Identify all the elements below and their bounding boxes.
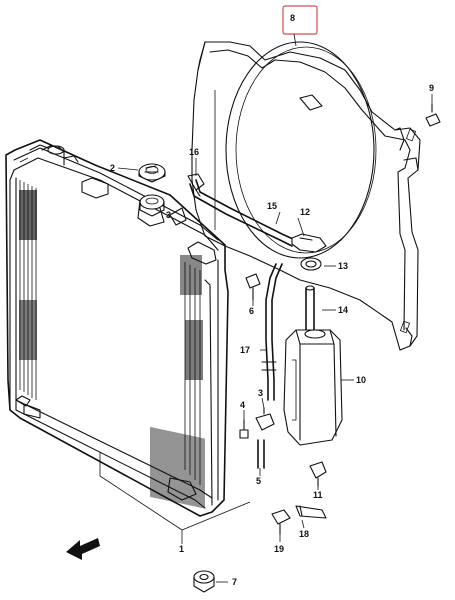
part-label-3-top: 3	[166, 210, 171, 220]
part-label-15: 15	[267, 201, 277, 211]
part-label-9: 9	[429, 83, 434, 93]
part-label-4: 4	[240, 400, 245, 410]
part-label-19: 19	[274, 544, 284, 554]
clip-4	[239, 419, 249, 439]
part-label-3: 3	[258, 388, 263, 398]
part-label-13: 13	[338, 261, 348, 271]
bolt-19	[271, 509, 291, 535]
front-arrow-icon	[66, 538, 100, 560]
bolt-6	[245, 273, 261, 301]
radiator-cap	[138, 163, 166, 183]
part-label-7: 7	[232, 577, 237, 587]
part-label-17: 17	[240, 345, 250, 355]
clip-18	[295, 505, 327, 519]
bolt-11	[309, 461, 327, 487]
part-label-1: 1	[179, 544, 184, 554]
radiator	[5, 139, 229, 517]
clamp-bracket	[291, 233, 327, 253]
grommet	[300, 257, 322, 271]
filler-neck	[139, 194, 165, 217]
reservoir-hose	[261, 263, 283, 401]
part-label-2: 2	[110, 163, 115, 173]
leader-lines	[99, 94, 433, 583]
part-label-18: 18	[299, 529, 309, 539]
part-label-14: 14	[338, 305, 348, 315]
part-label-12: 12	[300, 207, 310, 217]
part-label-16: 16	[189, 147, 199, 157]
part-label-5: 5	[256, 476, 261, 486]
reservoir-tank	[283, 285, 343, 446]
bolt-9	[425, 103, 441, 127]
part-label-10: 10	[356, 375, 366, 385]
overflow-pipes	[187, 173, 296, 247]
part-label-11: 11	[313, 490, 323, 500]
bracket-5	[257, 439, 265, 469]
part-label-6: 6	[249, 306, 254, 316]
part-8-highlight-box	[282, 5, 318, 35]
part-label-8: 8	[290, 13, 295, 23]
rubber-mount-7	[193, 570, 215, 593]
drain-cock	[255, 407, 275, 431]
